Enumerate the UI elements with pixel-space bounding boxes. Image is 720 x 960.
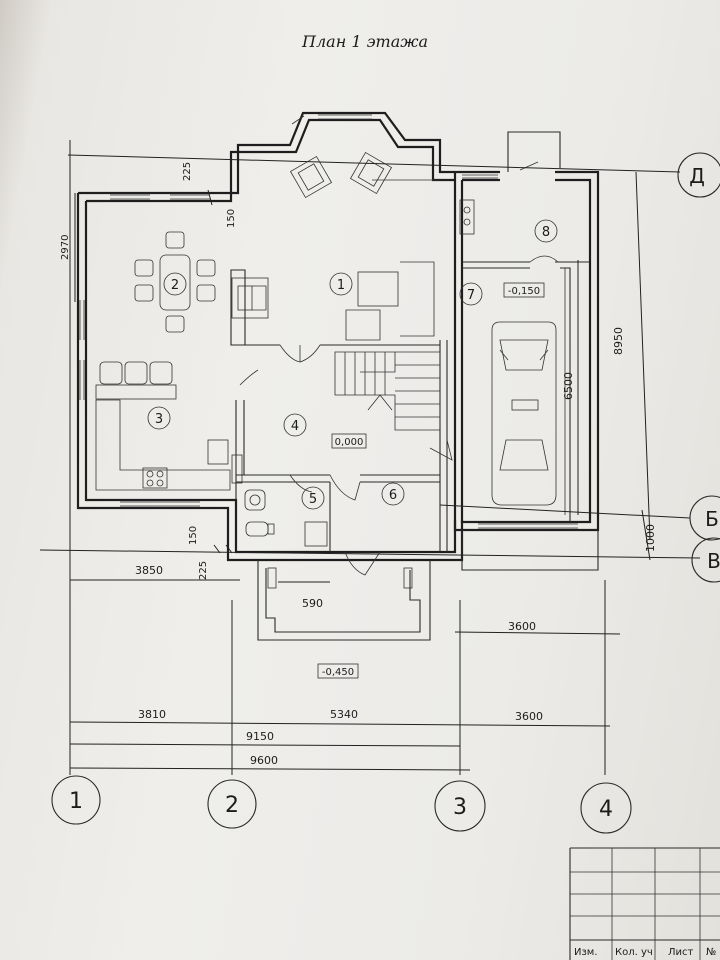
axis-1-label: 1 [69, 789, 83, 814]
room-4-number: 4 [291, 419, 299, 434]
garage-shelf [459, 199, 566, 515]
dim-5340: 5340 [330, 708, 358, 721]
axis-4-label: 4 [599, 797, 613, 822]
axis-D-label: Д [689, 164, 705, 188]
room-markers: 1 2 3 4 5 6 7 8 [147, 219, 558, 510]
level-terrace: -0,450 [322, 667, 354, 678]
dim-150-bottom: 150 [188, 526, 199, 545]
dim-9150: 9150 [246, 730, 274, 743]
dim-225-bottom: 225 [198, 561, 209, 580]
axis-B-label: Б [705, 507, 719, 531]
axis-3-label: 3 [453, 795, 467, 820]
dim-2970: 2970 [60, 235, 71, 260]
room-7-number: 7 [467, 288, 475, 303]
room-6-number: 6 [389, 488, 397, 503]
dim-9600: 9600 [250, 754, 278, 767]
dim-1000: 1000 [644, 524, 657, 552]
kitchen-furniture [95, 361, 243, 491]
dim-3850: 3850 [135, 564, 163, 577]
room-5-number: 5 [309, 492, 317, 507]
room-1-number: 1 [337, 278, 345, 293]
stamp-col-3: Лист [668, 947, 694, 958]
room-3-number: 3 [155, 412, 163, 427]
dim-3810: 3810 [138, 708, 166, 721]
dimension-lines [39, 140, 701, 775]
room-8-number: 8 [542, 225, 550, 240]
stamp-col-4: № [706, 947, 716, 958]
level-marks: 0,000 -0,150 -0,450 [317, 282, 545, 679]
level-hall: 0,000 [335, 437, 364, 448]
staircase [334, 351, 441, 431]
dim-590: 590 [302, 597, 323, 610]
room-2-number: 2 [171, 278, 179, 293]
dining-set [134, 231, 216, 333]
doors [239, 161, 559, 576]
axis-2-label: 2 [225, 793, 239, 818]
fireplace [231, 277, 269, 319]
living-furniture [345, 261, 435, 341]
level-garage: -0,150 [508, 286, 540, 297]
exterior-walls [76, 111, 600, 571]
car [491, 321, 557, 506]
porch [257, 560, 431, 641]
stamp-col-2: Кол. уч [615, 947, 653, 958]
dim-225-top: 225 [182, 162, 193, 181]
armchairs [289, 151, 440, 199]
dimension-labels: 225 150 2970 150 225 3850 590 3600 3810 … [60, 162, 657, 767]
title-block: Изм. Кол. уч Лист № [569, 847, 720, 960]
interior-walls [230, 261, 590, 552]
dim-150-top: 150 [226, 209, 237, 228]
dim-6500: 6500 [562, 372, 575, 400]
dim-3600-upper: 3600 [508, 620, 536, 633]
stamp-col-1: Изм. [574, 947, 598, 958]
bathroom-fixtures [244, 489, 328, 547]
axis-V-label: В [707, 549, 720, 573]
dim-3600-lower: 3600 [515, 710, 543, 723]
windows [79, 114, 578, 529]
axis-markers: 1 2 3 4 Д Б В [51, 152, 720, 834]
dim-8950: 8950 [612, 327, 625, 355]
plan-title: План 1 этажа [301, 32, 428, 51]
